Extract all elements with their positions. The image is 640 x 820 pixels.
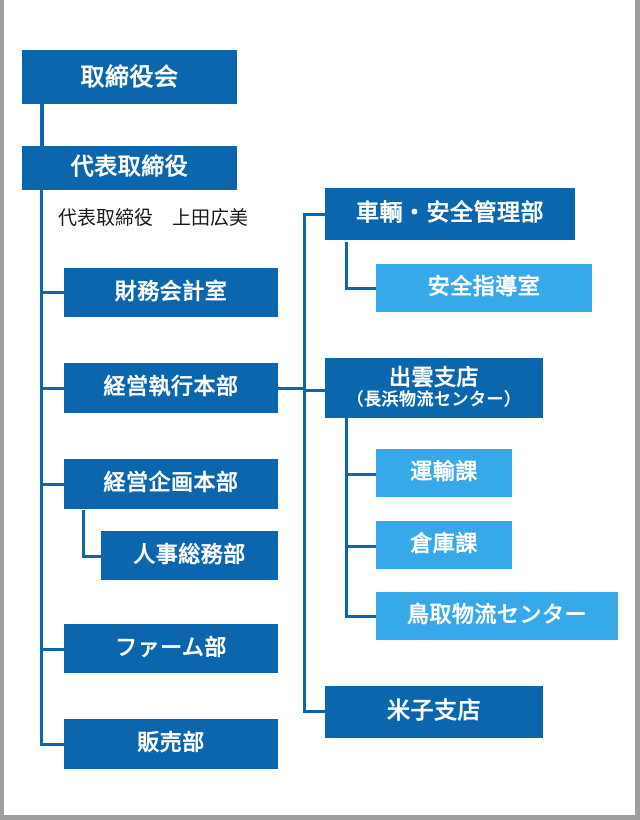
connector-board-to-representative: [40, 103, 44, 146]
node-farm-dept[interactable]: ファーム部: [64, 624, 278, 673]
page-edge-left: [0, 0, 4, 820]
node-hr-general-affairs-dept[interactable]: 人事総務部: [101, 531, 278, 580]
connector-stub-warehouse: [345, 545, 378, 548]
node-management-execution-hq[interactable]: 経営執行本部: [64, 363, 278, 413]
node-vehicle-safety-mgmt-dept[interactable]: 車輌・安全管理部: [325, 188, 575, 240]
page-edge-right: [635, 0, 640, 820]
connector-planning-to-hr-vertical: [82, 510, 85, 558]
connector-vehicle-to-safety-vertical: [345, 242, 348, 290]
connector-stub-yonago: [303, 710, 327, 713]
node-transport-section[interactable]: 運輸課: [376, 449, 512, 497]
connector-stub-finance: [40, 291, 66, 294]
node-representative-director[interactable]: 代表取締役: [22, 146, 237, 190]
connector-left-spine: [40, 186, 43, 746]
connector-stub-sales: [40, 743, 66, 746]
node-izumo-branch-line2: （長浜物流センター）: [346, 389, 522, 410]
connector-right-spine: [303, 213, 306, 713]
page-edge-bottom: [0, 815, 640, 820]
connector-stub-izumo: [303, 389, 327, 392]
connector-stub-farm: [40, 648, 66, 651]
node-izumo-branch[interactable]: 出雲支店 （長浜物流センター）: [325, 358, 543, 418]
node-sales-dept[interactable]: 販売部: [64, 719, 278, 769]
node-yonago-branch[interactable]: 米子支店: [325, 686, 543, 738]
node-tottori-logistics-center[interactable]: 鳥取物流センター: [376, 592, 618, 640]
node-izumo-branch-line1: 出雲支店: [388, 365, 479, 391]
node-safety-guidance-office[interactable]: 安全指導室: [376, 264, 592, 312]
node-board-of-directors[interactable]: 取締役会: [22, 50, 237, 104]
connector-stub-vehicle-safety: [303, 213, 327, 216]
connector-vehicle-to-safety-horizontal: [345, 287, 378, 290]
connector-izumo-sub-spine: [345, 418, 348, 618]
connector-stub-management-planning: [40, 483, 66, 486]
connector-execution-to-right-branch: [278, 387, 306, 390]
connector-stub-transport: [345, 473, 378, 476]
node-finance-accounting-office[interactable]: 財務会計室: [64, 268, 278, 317]
node-management-planning-hq[interactable]: 経営企画本部: [64, 459, 278, 509]
connector-stub-tottori: [345, 615, 378, 618]
label-representative-director-name: 代表取締役 上田広美: [58, 207, 249, 229]
connector-planning-to-hr-horizontal: [82, 555, 104, 558]
connector-stub-management-execution: [40, 387, 66, 390]
node-warehouse-section[interactable]: 倉庫課: [376, 521, 512, 569]
